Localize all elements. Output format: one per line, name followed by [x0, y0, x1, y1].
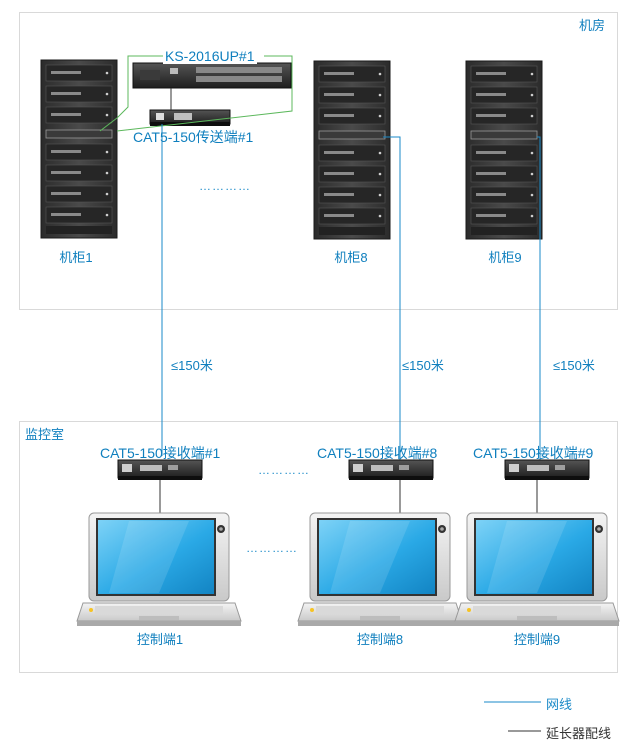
console-9-label: 控制端9: [513, 632, 561, 647]
receiver-8-label: CAT5-150接收端#8: [317, 445, 438, 461]
control-room-title: 监控室: [25, 427, 65, 442]
console-8-laptop: [297, 512, 463, 627]
console-8-label: 控制端8: [356, 632, 404, 647]
cabinet-1-label: 机柜1: [59, 250, 93, 265]
cabinet-8-rack: [314, 61, 390, 239]
receiver-1-label: CAT5-150接收端#1: [100, 445, 221, 461]
receiver-8-device: [348, 459, 434, 481]
distance-label-1: ≤150米: [171, 358, 213, 373]
kvm-switch-device: [132, 62, 292, 89]
network-cables: [161, 124, 541, 460]
distance-label-9: ≤150米: [553, 358, 595, 373]
cabinet-9-label: 机柜9: [488, 250, 522, 265]
transmitter-label: CAT5-150传送端#1: [133, 129, 254, 145]
ellipsis-cabinets: …………: [199, 179, 251, 193]
receiver-1-device: [117, 459, 203, 481]
receiver-9-label: CAT5-150接收端#9: [473, 445, 594, 461]
transmitter-device: [149, 109, 231, 126]
cabinet-1-rack: [41, 60, 117, 238]
cabinet-9-rack: [466, 61, 542, 239]
console-9-laptop: [454, 512, 620, 627]
receiver-9-device: [504, 459, 590, 481]
kvm-switch-label: KS-2016UP#1: [163, 48, 257, 64]
cabinet-8-label: 机柜8: [334, 250, 368, 265]
legend-network-label: 网线: [546, 697, 573, 712]
server-room-title: 机房: [579, 18, 606, 33]
console-1-laptop: [76, 512, 242, 627]
console-1-label: 控制端1: [136, 632, 184, 647]
legend-extender-label: 延长器配线: [546, 726, 612, 741]
ellipsis-receivers: …………: [258, 463, 310, 477]
distance-label-8: ≤150米: [402, 358, 444, 373]
ellipsis-consoles: …………: [246, 541, 298, 555]
